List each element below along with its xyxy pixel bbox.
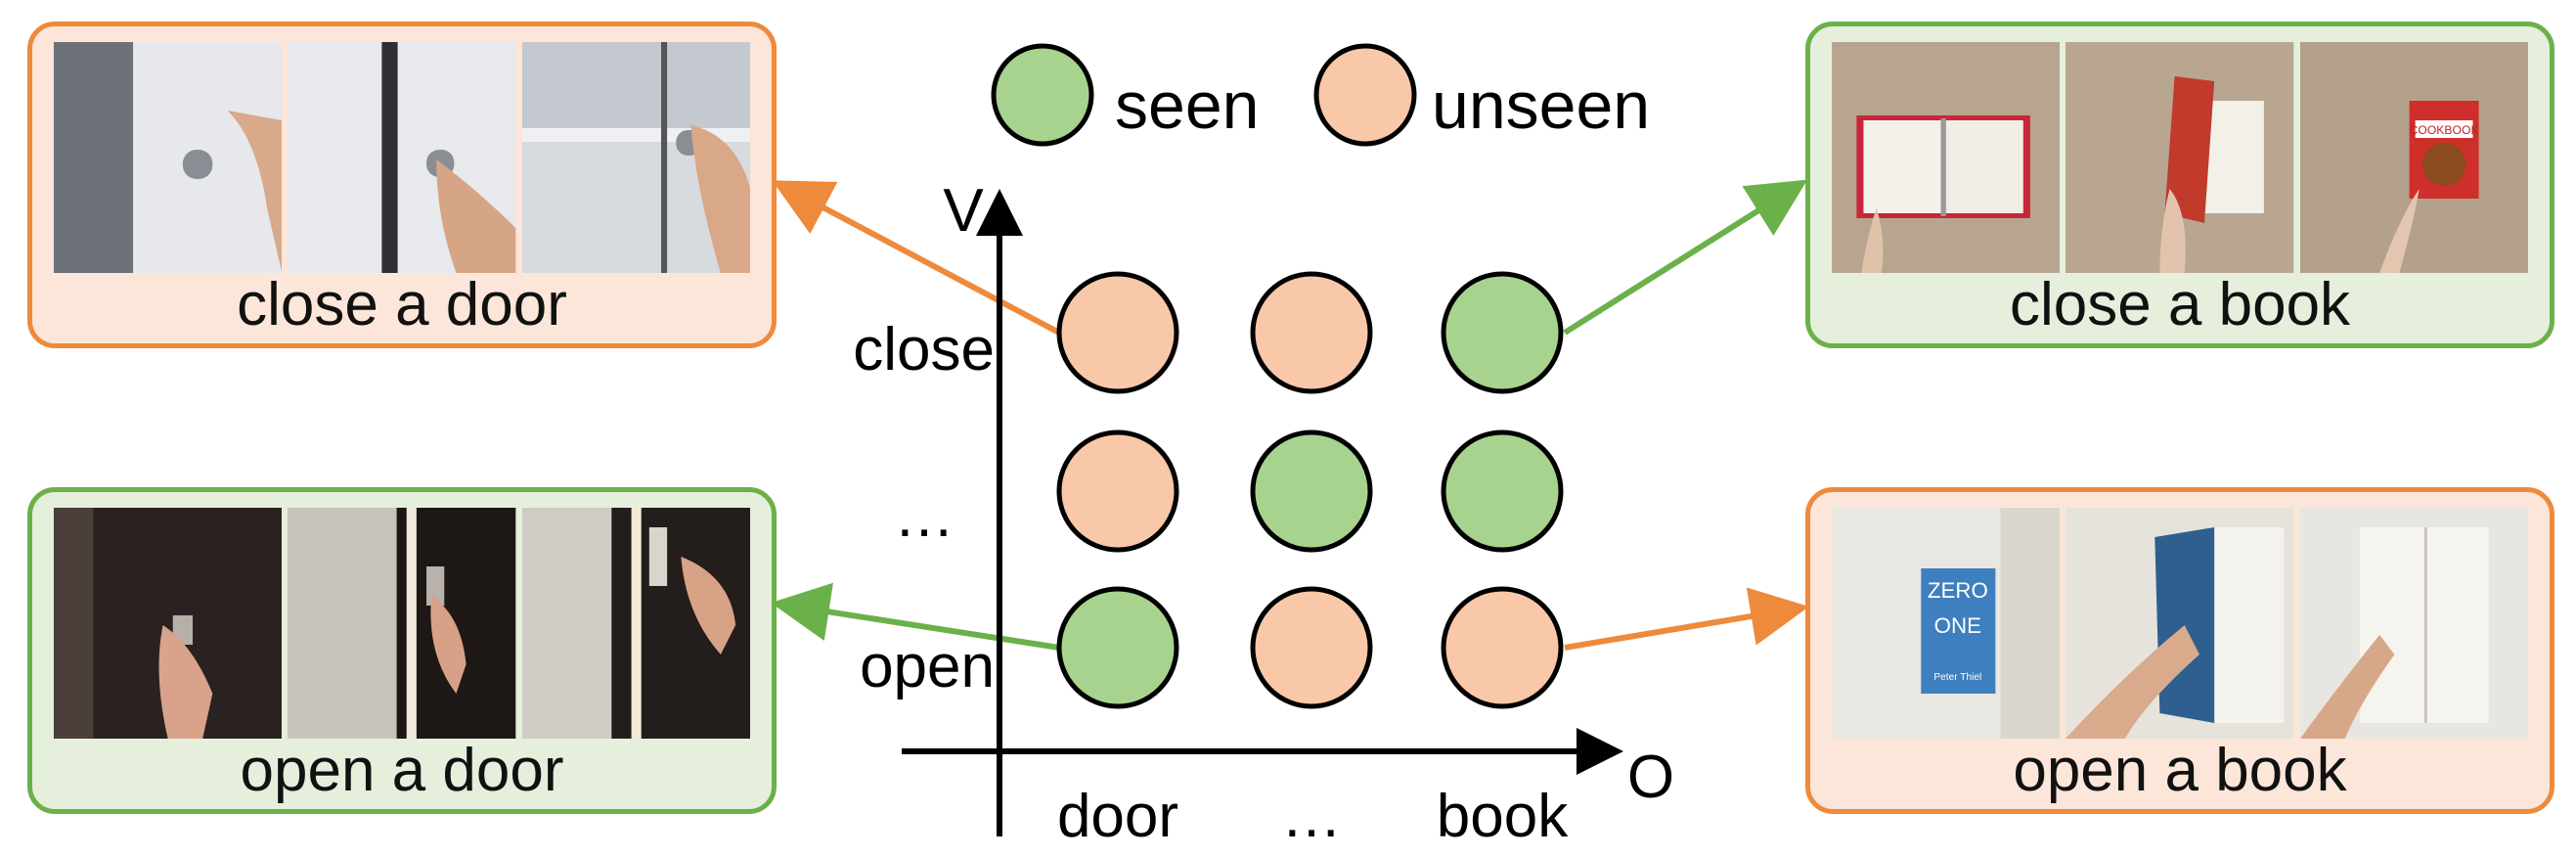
panel-caption: open a door <box>240 737 564 804</box>
grid-cell-open-book <box>1441 586 1564 709</box>
video-frame <box>521 508 750 739</box>
video-frame: ZERO ONE Peter Thiel <box>1832 508 2061 739</box>
x-axis-label: O <box>1627 744 1674 811</box>
legend-swatch-seen <box>991 43 1094 147</box>
arrow-to-close-a-door <box>772 180 1061 336</box>
panel-caption: open a book <box>2013 737 2347 804</box>
book-author: Peter Thiel <box>1933 672 1981 683</box>
video-frame <box>1832 42 2061 273</box>
legend-swatch-unseen <box>1313 43 1417 147</box>
grid-cell-mid-door <box>1056 429 1179 553</box>
video-frame <box>2299 508 2528 739</box>
grid-cell-open-mid <box>1250 586 1373 709</box>
video-frame: COOKBOOK <box>2299 42 2528 273</box>
panel-close-a-door: close a door <box>27 22 777 348</box>
grid-cell-mid-book <box>1441 429 1564 553</box>
video-frame <box>54 42 283 273</box>
x-tick-label: door <box>1057 783 1178 850</box>
video-frames <box>54 42 750 273</box>
grid-cell-close-mid <box>1250 271 1373 394</box>
video-frames <box>54 508 750 739</box>
video-frames: ZERO ONE Peter Thiel <box>1832 508 2528 739</box>
y-tick-label: close <box>853 316 995 383</box>
video-frame <box>288 42 516 273</box>
grid-cell-close-book <box>1441 271 1564 394</box>
grid-cell-close-door <box>1056 271 1179 394</box>
x-tick-label: book <box>1437 783 1569 850</box>
panel-open-a-door: open a door <box>27 487 777 814</box>
video-frame <box>54 508 283 739</box>
video-frames: COOKBOOK <box>1832 42 2528 273</box>
grid-row <box>1056 271 1564 394</box>
legend-label-seen: seen <box>1115 68 1259 143</box>
video-frame <box>521 42 750 273</box>
video-frame <box>2065 42 2294 273</box>
legend-label-unseen: unseen <box>1432 68 1650 143</box>
y-axis-label: V <box>943 177 984 245</box>
panel-close-a-book: COOKBOOK close a book <box>1805 22 2554 348</box>
arrow-to-open-a-book <box>1564 587 1809 651</box>
video-frame <box>288 508 516 739</box>
grid-cell-open-door <box>1056 586 1179 709</box>
book-title-line2: ONE <box>1934 613 1981 638</box>
panel-caption: close a book <box>2009 271 2351 338</box>
x-tick-label: … <box>1281 783 1342 850</box>
video-frame <box>2065 508 2294 739</box>
grid-cell-mid-mid <box>1250 429 1373 553</box>
cookbook-title: COOKBOOK <box>2409 123 2478 137</box>
y-tick-label: open <box>860 633 995 700</box>
grid-row <box>1056 429 1564 553</box>
grid-row <box>1056 586 1564 709</box>
panel-caption: close a door <box>237 271 567 338</box>
panel-open-a-book: ZERO ONE Peter Thiel open a book <box>1805 487 2554 814</box>
book-title-line1: ZERO <box>1928 578 1988 603</box>
arrow-to-close-a-book <box>1563 179 1808 336</box>
arrow-to-open-a-door <box>771 582 1060 651</box>
y-tick-label: … <box>894 482 955 550</box>
legend: seen unseen <box>991 43 1650 147</box>
